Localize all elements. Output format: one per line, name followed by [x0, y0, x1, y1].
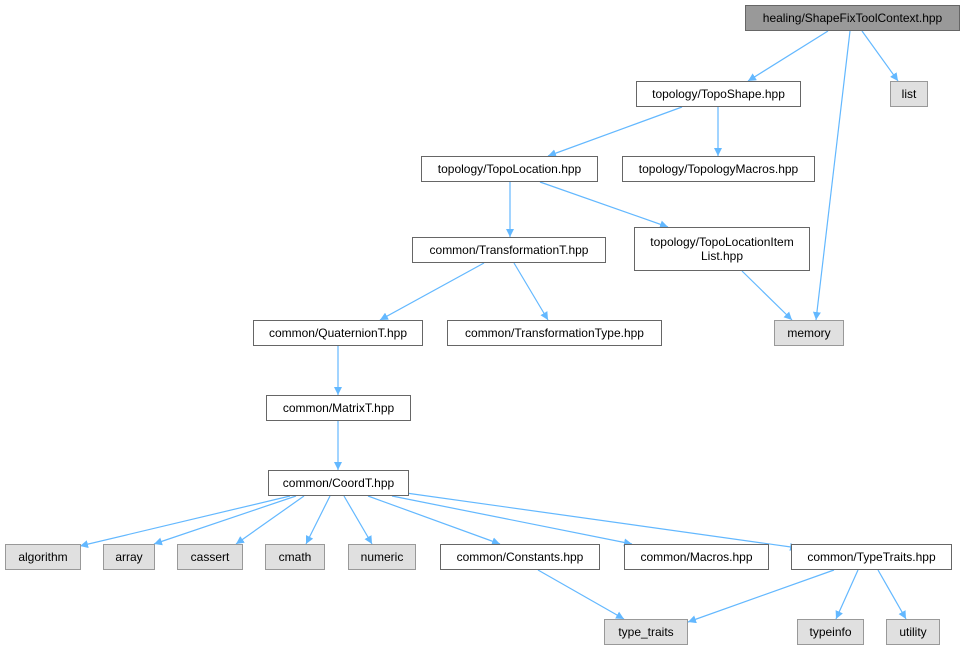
- node-cassert[interactable]: cassert: [177, 544, 243, 570]
- node-label: cmath: [278, 550, 312, 564]
- edge-common_TypeTraits-to-typeinfo: [835, 569, 859, 620]
- node-memory[interactable]: memory: [774, 320, 844, 346]
- edge-healing_ShapeFixToolContext-to-topology_TopoShape: [747, 30, 829, 82]
- node-numeric[interactable]: numeric: [348, 544, 416, 570]
- node-cmath[interactable]: cmath: [265, 544, 325, 570]
- node-label: type_traits: [618, 625, 674, 639]
- node-topology-topolocation[interactable]: topology/TopoLocation.hpp: [421, 156, 598, 182]
- edge-common_CoordT-to-common_TypeTraits: [405, 492, 799, 551]
- edge-healing_ShapeFixToolContext-to-memory: [812, 30, 851, 321]
- edge-common_CoordT-to-numeric: [343, 495, 373, 545]
- node-common-typetraits[interactable]: common/TypeTraits.hpp: [791, 544, 952, 570]
- edge-common_CoordT-to-array: [153, 495, 297, 546]
- node-label: topology/TopoLocationItem: [650, 235, 794, 249]
- node-label: common/QuaternionT.hpp: [268, 326, 408, 340]
- node-label: topology/TopoShape.hpp: [652, 87, 785, 101]
- node-label: common/Macros.hpp: [640, 550, 753, 564]
- edge-common_CoordT-to-cassert: [235, 495, 305, 545]
- node-common-transformationt[interactable]: common/TransformationT.hpp: [412, 237, 606, 263]
- node-typeinfo[interactable]: typeinfo: [797, 619, 864, 645]
- node-healing-shapefixtoolcontext[interactable]: healing/ShapeFixToolContext.hpp: [745, 5, 960, 31]
- node-label: common/TypeTraits.hpp: [807, 550, 936, 564]
- node-common-transformationtype[interactable]: common/TransformationType.hpp: [447, 320, 662, 346]
- node-label: list: [901, 87, 917, 101]
- node-label: List.hpp: [700, 249, 744, 263]
- node-label: common/CoordT.hpp: [282, 476, 395, 490]
- edge-common_TypeTraits-to-type_traits: [687, 569, 835, 624]
- node-topology-toposhape[interactable]: topology/TopoShape.hpp: [636, 81, 801, 107]
- node-label: utility: [899, 625, 927, 639]
- node-common-macros[interactable]: common/Macros.hpp: [624, 544, 769, 570]
- node-label: healing/ShapeFixToolContext.hpp: [762, 11, 943, 25]
- edge-common_CoordT-to-common_Constants: [367, 495, 501, 546]
- edge-topology_TopoLocationItemList-to-memory: [741, 270, 793, 321]
- node-label: common/TransformationType.hpp: [465, 326, 644, 340]
- node-label: topology/TopoLocation.hpp: [437, 162, 582, 176]
- node-label: numeric: [360, 550, 404, 564]
- node-label: common/Constants.hpp: [456, 550, 584, 564]
- edge-healing_ShapeFixToolContext-to-list: [861, 30, 899, 82]
- node-common-coordt[interactable]: common/CoordT.hpp: [268, 470, 409, 496]
- node-label: typeinfo: [809, 625, 852, 639]
- edge-common_CoordT-to-common_Macros: [391, 495, 633, 547]
- node-label: common/MatrixT.hpp: [282, 401, 395, 415]
- node-label: algorithm: [18, 550, 68, 564]
- edge-common_CoordT-to-cmath: [305, 495, 331, 545]
- edge-common_CoordT-to-algorithm: [79, 495, 291, 549]
- node-topology-topologymacros[interactable]: topology/TopologyMacros.hpp: [622, 156, 815, 182]
- node-type-traits[interactable]: type_traits: [604, 619, 688, 645]
- node-label: array: [115, 550, 143, 564]
- node-algorithm[interactable]: algorithm: [5, 544, 81, 570]
- node-array[interactable]: array: [103, 544, 155, 570]
- node-label: cassert: [190, 550, 230, 564]
- edge-common_Constants-to-type_traits: [537, 569, 625, 620]
- node-common-constants[interactable]: common/Constants.hpp: [440, 544, 600, 570]
- edge-common_TypeTraits-to-utility: [877, 569, 907, 620]
- node-label: common/TransformationT.hpp: [429, 243, 589, 257]
- node-common-matrixt[interactable]: common/MatrixT.hpp: [266, 395, 411, 421]
- edge-common_TransformationT-to-common_QuaternionT: [379, 262, 485, 321]
- node-utility[interactable]: utility: [886, 619, 940, 645]
- node-common-quaterniont[interactable]: common/QuaternionT.hpp: [253, 320, 423, 346]
- edge-topology_TopoShape-to-topology_TopoLocation: [547, 106, 683, 158]
- node-label: topology/TopologyMacros.hpp: [638, 162, 799, 176]
- edge-common_TransformationT-to-common_TransformationType: [513, 262, 549, 321]
- edge-topology_TopoLocation-to-topology_TopoLocationItemList: [539, 181, 669, 229]
- node-label: memory: [787, 326, 831, 340]
- node-list[interactable]: list: [890, 81, 928, 107]
